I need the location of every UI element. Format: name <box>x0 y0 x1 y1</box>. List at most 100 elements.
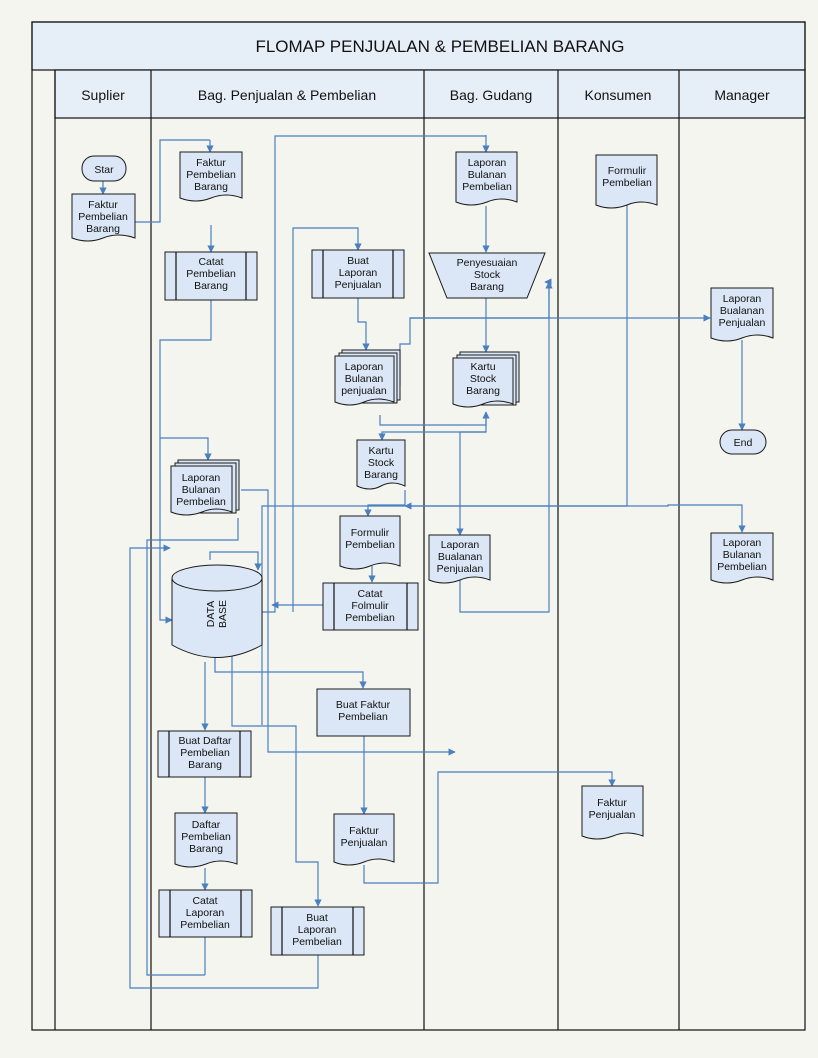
node-text: Bulanan <box>345 373 384 385</box>
node-text: Formulir <box>608 165 647 177</box>
node-faktur-pembelian: Faktur Pembelian Barang <box>179 151 243 202</box>
node-text: Pembelian <box>717 561 767 573</box>
node-text: Pembelian <box>78 211 128 223</box>
node-star: Star <box>81 155 127 182</box>
node-text: Bulanan <box>723 549 762 561</box>
node-text: Barang <box>466 385 500 397</box>
node-text: Pembelian <box>176 496 226 508</box>
node-text: Penjualan <box>341 837 388 849</box>
node-catat-laporan-pembelian: Catat Laporan Pembelian <box>158 889 253 938</box>
node-text: penjualan <box>341 385 387 397</box>
node-catat-formulir: Catat Folmulir Pembelian <box>322 582 419 631</box>
node-text: Buat <box>347 255 369 267</box>
node-text: Stock <box>470 373 497 385</box>
node-text: Penyesuaian <box>457 257 518 269</box>
node-buat-laporan-penjualan: Buat Laporan Penjualan <box>311 249 405 299</box>
node-kartu-stock-gudang: Kartu Stock Barang <box>452 351 520 408</box>
node-text: Laporan <box>182 472 221 484</box>
node-text: Penjualan <box>719 317 766 329</box>
node-text: Penjualan <box>437 563 484 575</box>
node-text: Pembelian <box>186 169 236 181</box>
node-text: Kartu <box>368 445 393 457</box>
node-text: Barang <box>188 759 222 771</box>
diagram-title: FLOMAP PENJUALAN & PEMBELIAN BARANG <box>255 37 624 56</box>
node-text: Pembelian <box>345 539 395 551</box>
node-text: Faktur <box>88 199 118 211</box>
node-laporan-bulanan-pembelian-gudang: Laporan Bulanan Pembelian <box>455 151 518 206</box>
node-text: Pembelian <box>180 919 230 931</box>
lane-header-penjualan-pembelian: Bag. Penjualan & Pembelian <box>198 87 376 103</box>
node-kartu-stock-penjualan: Kartu Stock Barang <box>356 439 406 490</box>
node-text: Barang <box>189 843 223 855</box>
node-text: DATA <box>205 601 217 627</box>
node-text: Barang <box>194 181 228 193</box>
swimlane-frame <box>31 21 806 1031</box>
node-text: Penjualan <box>589 809 636 821</box>
node-text: Barang <box>470 281 504 293</box>
node-text: Laporan <box>186 907 225 919</box>
node-penyesuaian-stock: Penyesuaian Stock Barang <box>428 252 546 299</box>
node-text: Bualanan <box>720 305 765 317</box>
node-text: Stock <box>474 269 501 281</box>
node-text: Faktur <box>349 825 379 837</box>
node-text: Pembelian <box>181 831 231 843</box>
node-text: Pembelian <box>292 936 342 948</box>
node-buat-laporan-pembelian: Buat Laporan Pembelian <box>270 906 365 956</box>
node-laporan-bulanan-penjualan-gudang: Laporan Bualanan Penjualan <box>428 534 491 584</box>
node-end: End <box>719 429 767 455</box>
node-laporan-bualanan-penjualan-manager: Laporan Bualanan Penjualan <box>710 287 774 342</box>
node-formulir-pembelian-konsumen: Formulir Pembelian <box>595 154 658 209</box>
node-text: Formulir <box>351 527 390 539</box>
node-text: Daftar <box>192 819 221 831</box>
node-text: BASE <box>217 600 229 628</box>
node-text: Faktur <box>196 157 226 169</box>
node-text: Barang <box>194 280 228 292</box>
node-text: Buat Daftar <box>178 735 232 747</box>
node-star-text: Star <box>94 164 114 176</box>
node-text: Bulanan <box>182 484 221 496</box>
node-text: Laporan <box>468 157 507 169</box>
node-text: Buat Faktur <box>336 699 391 711</box>
node-text: Bulanan <box>468 169 507 181</box>
node-text: Laporan <box>345 361 384 373</box>
node-faktur-pembelian-suplier: Faktur Pembelian Barang <box>71 193 136 242</box>
node-text: Barang <box>364 469 398 481</box>
node-text: Kartu <box>470 361 495 373</box>
node-text: Pembelian <box>345 612 395 624</box>
node-laporan-bulanan-penjualan-multi: Laporan Bulanan penjualan <box>334 349 401 406</box>
node-formulir-pembelian-penjualan: Formulir Pembelian <box>339 515 401 570</box>
connectors <box>99 135 746 989</box>
node-text: Laporan <box>441 539 480 551</box>
node-laporan-bulanan-pembelian-manager: Laporan Bulanan Pembelian <box>710 532 774 584</box>
node-text: Pembelian <box>602 177 652 189</box>
node-daftar-pembelian: Daftar Pembelian Barang <box>174 812 238 868</box>
node-text: Pembelian <box>186 268 236 280</box>
lane-header-konsumen: Konsumen <box>585 87 652 103</box>
node-text: Penjualan <box>335 279 382 291</box>
node-text: Pembelian <box>338 711 388 723</box>
node-text: Buat <box>306 912 328 924</box>
node-text: Stock <box>368 457 395 469</box>
node-text: Pembelian <box>180 747 230 759</box>
node-text: Laporan <box>723 537 762 549</box>
node-buat-faktur-penjualan: Buat Faktur Pembelian <box>316 688 411 737</box>
node-text: Laporan <box>298 924 337 936</box>
lane-header-gudang: Bag. Gudang <box>450 87 533 103</box>
lane-header-suplier: Suplier <box>81 87 125 103</box>
lane-header-manager: Manager <box>714 87 770 103</box>
node-buat-daftar-pembelian: Buat Daftar Pembelian Barang <box>157 730 252 778</box>
node-end-text: End <box>734 437 753 449</box>
node-text: Catat <box>357 588 382 600</box>
node-text: Pembelian <box>462 181 512 193</box>
node-text: Laporan <box>723 293 762 305</box>
node-text: Bualanan <box>438 551 483 563</box>
node-laporan-bulanan-pembelian-multi: Laporan Bulanan Pembelian <box>170 459 240 516</box>
node-catat-pembelian: Catat Pembelian Barang <box>164 251 258 301</box>
node-text: Laporan <box>339 267 378 279</box>
node-faktur-penjualan-konsumen: Faktur Penjualan <box>581 785 644 840</box>
node-text: Folmulir <box>351 600 389 612</box>
node-text: Barang <box>86 223 120 235</box>
node-faktur-penjualan: Faktur Penjualan <box>333 813 395 866</box>
node-database: DATA BASE <box>171 564 263 658</box>
